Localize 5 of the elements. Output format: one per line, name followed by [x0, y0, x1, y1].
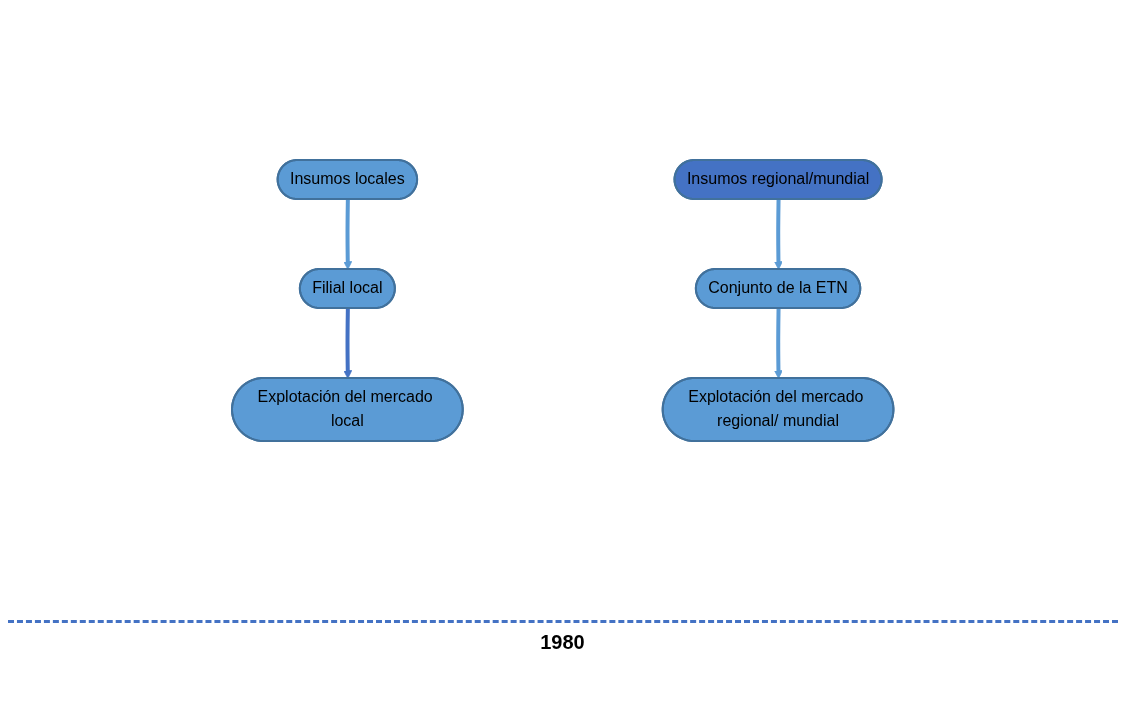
- arrow: [343, 198, 352, 270]
- arrow: [343, 307, 352, 379]
- year-label: 1980: [540, 631, 585, 653]
- arrow: [773, 198, 783, 270]
- arrow: [773, 307, 783, 379]
